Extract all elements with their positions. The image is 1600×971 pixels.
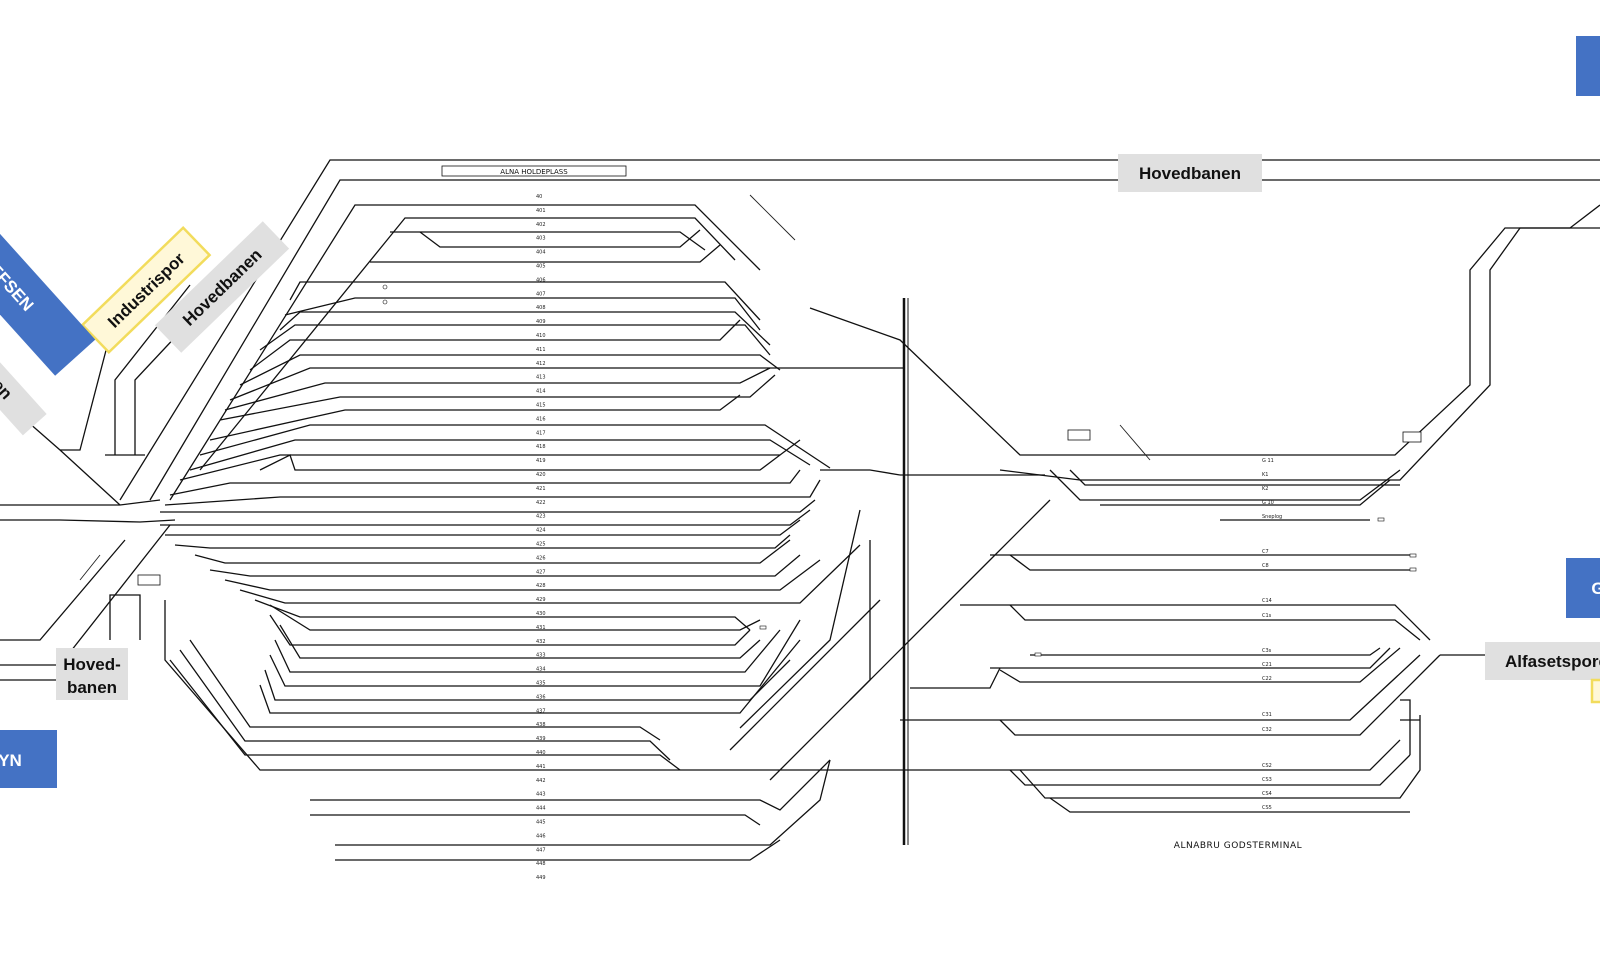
track-label-left: 435 (536, 681, 546, 687)
track-label-left: 419 (536, 458, 546, 464)
track-label-left: 429 (536, 597, 546, 603)
yard-tracks-right (900, 469, 1600, 813)
track-label-left: 422 (536, 500, 546, 506)
track-label-left: 437 (536, 708, 546, 714)
label-hovedbanen-top: Hovedbanen (1118, 154, 1262, 192)
track-label-right: C14 (1262, 598, 1272, 604)
hovedbanen-top-text: Hovedbanen (1139, 164, 1241, 183)
track-label-right: CS5 (1262, 805, 1272, 811)
track-label-left: 409 (536, 319, 546, 325)
track-label-left: 406 (536, 277, 546, 283)
track-label-left: 402 (536, 222, 546, 228)
track-label-left: 423 (536, 514, 546, 520)
track-label-right: CS4 (1262, 791, 1272, 797)
track-label-left: 40 (536, 194, 542, 200)
track-label-left: 408 (536, 305, 546, 311)
track-label-left: 425 (536, 542, 546, 548)
alna-holdeplass-box: ALNA HOLDEPLASS (441, 165, 627, 177)
track-label-left: 428 (536, 583, 546, 589)
track-label-left: 401 (536, 208, 546, 214)
track-label-left: 403 (536, 236, 546, 242)
track-label-left: 404 (536, 250, 546, 256)
track-label-left: 413 (536, 375, 546, 381)
track-label-left: 441 (536, 764, 546, 770)
track-label-left: 445 (536, 820, 546, 826)
track-label-left: 430 (536, 611, 546, 617)
track-label-right: G 11 (1262, 458, 1274, 464)
left-track-labels: 40 401 402 403 404 405 406 407 408 409 410 411 412 41… (536, 194, 546, 881)
track-label-left: 443 (536, 792, 546, 798)
signal-details (137, 194, 1422, 657)
label-blue-right-mid: G (1566, 558, 1600, 618)
track-label-right: Sneplog (1262, 514, 1282, 520)
track-label-left: 417 (536, 430, 546, 436)
hoved-banen-line2: banen (67, 678, 117, 697)
alnabru-terminal-label: ALNABRU GODSTERMINAL (1174, 841, 1302, 851)
track-label-right: K2 (1262, 486, 1268, 492)
blue-right-mid-text: G (1591, 579, 1600, 598)
track-label-left: 438 (536, 722, 546, 728)
hoved-banen-line1: Hoved- (63, 655, 121, 674)
label-grey-left-partial: en (0, 354, 47, 436)
track-label-left: 412 (536, 361, 546, 367)
track-label-left: 433 (536, 653, 546, 659)
alfasetspore-text: Alfasetspore (1505, 652, 1600, 671)
track-label-left: 448 (536, 861, 546, 867)
track-label-right: C21 (1262, 662, 1272, 668)
track-label-left: 411 (536, 347, 546, 353)
track-label-right: CS2 (1262, 763, 1272, 769)
track-label-left: 418 (536, 444, 546, 450)
track-label-right: G 10 (1262, 500, 1274, 506)
track-label-left: 421 (536, 486, 546, 492)
track-label-left: 442 (536, 778, 546, 784)
track-label-right: K1 (1262, 472, 1268, 478)
track-label-left: 440 (536, 750, 546, 756)
track-label-left: 405 (536, 264, 546, 270)
label-alfasetspore: Alfasetspore (1485, 642, 1600, 680)
label-hoved-banen: Hoved- banen (56, 648, 128, 700)
track-label-left: 420 (536, 472, 546, 478)
track-label-right: C7 (1262, 549, 1269, 555)
track-label-left: 415 (536, 403, 546, 409)
blue-left-lower-text: YN (0, 751, 22, 770)
track-label-left: 407 (536, 291, 546, 297)
track-label-left: 410 (536, 333, 546, 339)
track-label-left: 446 (536, 833, 546, 839)
track-label-left: 434 (536, 667, 546, 673)
label-yellow-right-partial (1590, 678, 1600, 704)
track-label-left: 431 (536, 625, 546, 631)
main-line-tracks (119, 159, 1600, 501)
track-label-right: C31 (1262, 712, 1272, 718)
track-label-left: 427 (536, 569, 546, 575)
track-label-left: 414 (536, 389, 546, 395)
track-label-left: 447 (536, 847, 546, 853)
track-label-left: 439 (536, 736, 546, 742)
track-label-left: 424 (536, 528, 546, 534)
alna-holdeplass-label: ALNA HOLDEPLASS (500, 168, 568, 176)
bridge-marker (902, 298, 909, 845)
track-label-left: 432 (536, 639, 546, 645)
track-label-left: 436 (536, 694, 546, 700)
label-blue-left-lower: YN (0, 730, 57, 788)
track-label-left: 444 (536, 806, 546, 812)
track-label-left: 416 (536, 416, 546, 422)
yard-tracks-left (160, 204, 1051, 861)
label-blue-left-upper: EFSEN (0, 228, 96, 376)
label-blue-right-top (1576, 36, 1600, 96)
track-label-right: C32 (1262, 727, 1272, 733)
track-label-right: C1s (1262, 613, 1272, 619)
track-label-right: CS3 (1262, 777, 1272, 783)
track-label-right: C3s (1262, 648, 1272, 654)
track-label-left: 426 (536, 555, 546, 561)
track-label-left: 449 (536, 875, 546, 881)
track-label-right: C22 (1262, 676, 1272, 682)
track-label-right: C8 (1262, 563, 1269, 569)
